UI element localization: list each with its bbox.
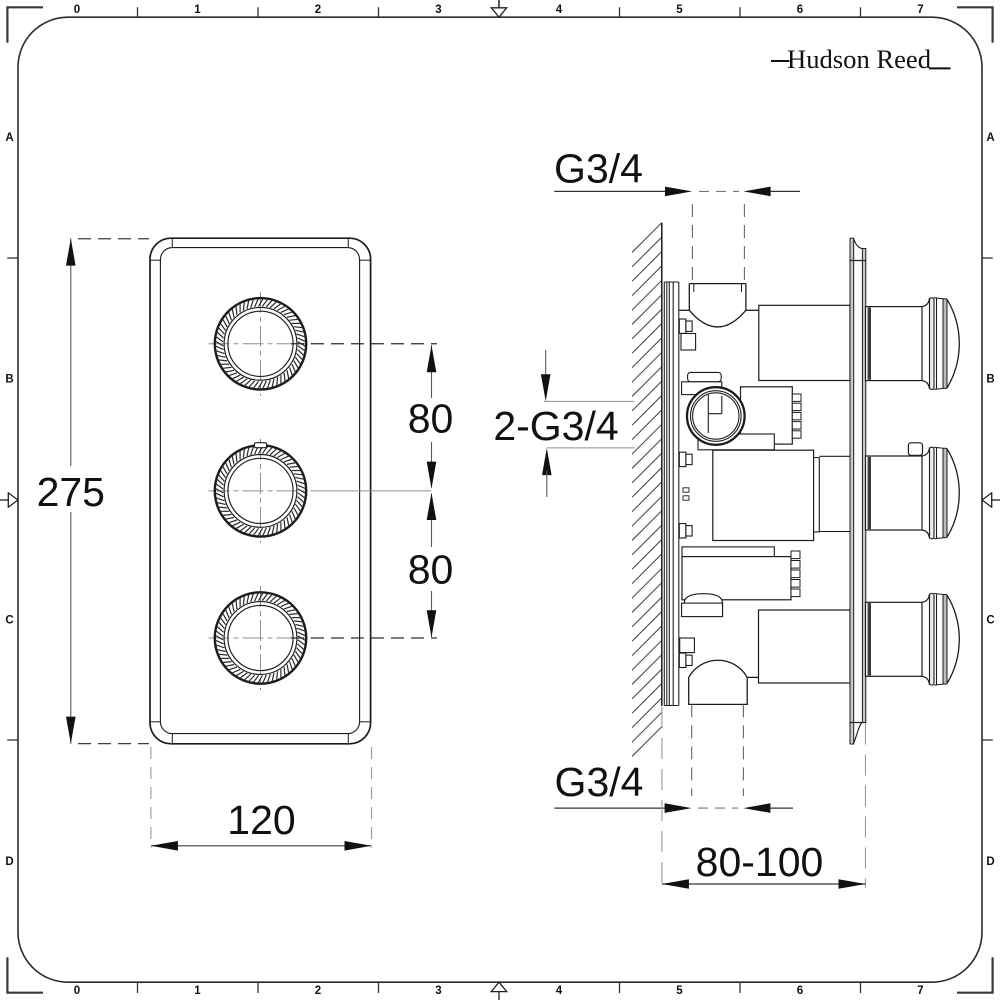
svg-text:80: 80: [408, 396, 454, 442]
svg-text:1: 1: [194, 985, 201, 997]
svg-text:0: 0: [74, 4, 80, 16]
svg-text:B: B: [5, 374, 13, 386]
svg-text:A: A: [5, 132, 13, 144]
svg-text:D: D: [5, 856, 13, 868]
svg-text:275: 275: [37, 469, 105, 515]
svg-text:5: 5: [676, 4, 683, 16]
svg-text:2: 2: [315, 4, 321, 16]
svg-text:4: 4: [556, 4, 563, 16]
svg-text:G3/4: G3/4: [555, 759, 644, 805]
svg-text:80: 80: [408, 547, 454, 593]
svg-text:6: 6: [797, 4, 803, 16]
svg-text:2: 2: [315, 985, 321, 997]
svg-text:5: 5: [676, 985, 683, 997]
svg-text:80-100: 80-100: [696, 839, 824, 885]
svg-text:6: 6: [797, 985, 803, 997]
svg-text:3: 3: [435, 985, 441, 997]
svg-text:3: 3: [435, 4, 441, 16]
svg-text:120: 120: [227, 797, 295, 843]
svg-text:C: C: [5, 615, 13, 627]
svg-text:4: 4: [556, 985, 563, 997]
svg-text:7: 7: [917, 4, 923, 16]
svg-text:2-G3/4: 2-G3/4: [493, 403, 618, 449]
svg-text:Hudson Reed: Hudson Reed: [787, 44, 931, 74]
svg-text:1: 1: [194, 4, 201, 16]
svg-text:B: B: [986, 374, 994, 386]
svg-text:0: 0: [74, 985, 80, 997]
svg-text:D: D: [986, 856, 994, 868]
svg-text:C: C: [986, 615, 994, 627]
svg-text:A: A: [986, 132, 994, 144]
svg-text:7: 7: [917, 985, 923, 997]
svg-text:G3/4: G3/4: [554, 146, 643, 192]
